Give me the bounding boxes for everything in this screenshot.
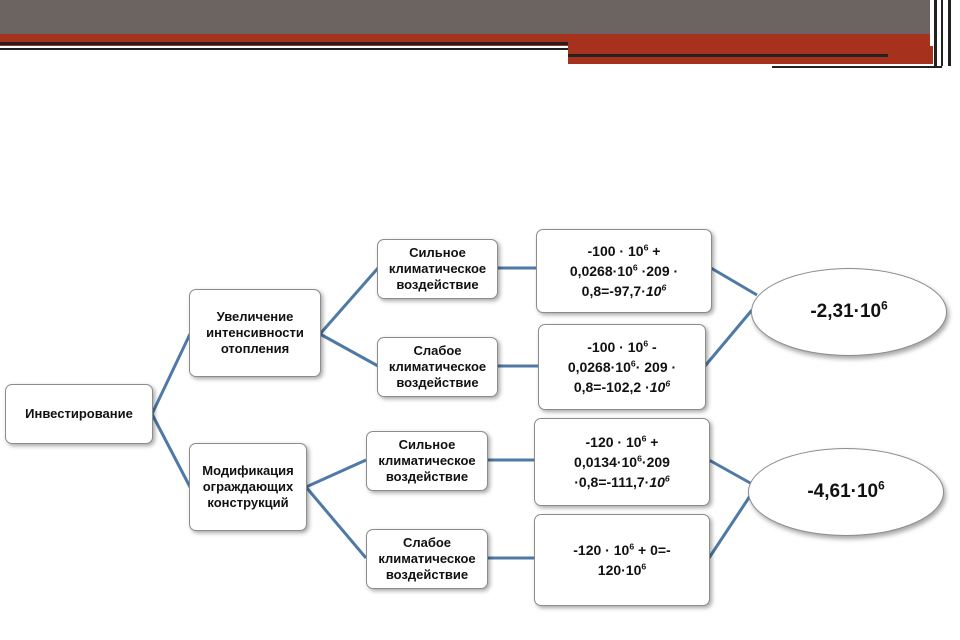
header-line-left	[0, 42, 568, 45]
connector-calc-hs-result	[710, 266, 758, 297]
header-line-right	[568, 54, 888, 57]
impact-node-heating-strong: Сильное климатическое воздействие	[377, 239, 498, 299]
calc-ms-line3: ·0,8=-111,7·106	[574, 473, 670, 490]
impact-node-mod-weak: Слабое климатическое воздействие	[366, 529, 488, 589]
header-vbar-2	[941, 0, 943, 66]
connector-heating-strong	[318, 267, 380, 335]
option-heating-label: Увеличение интенсивности отопления	[206, 309, 304, 356]
option-node-heating: Увеличение интенсивности отопления	[189, 289, 321, 377]
result-node-modification: -4,61·106	[748, 448, 944, 536]
calc-hw-line3: 0,8=-102,2 ·106	[573, 378, 671, 395]
root-node-label: Инвестирование	[25, 406, 133, 421]
calc-hs-line2: 0,0268·106 ·209 ·	[569, 262, 679, 279]
connector-heating-weak	[319, 332, 379, 368]
option-modification-label: Модификация ограждающих конструкций	[202, 463, 294, 510]
calc-hw-line1: -100 · 106 -	[587, 338, 657, 355]
calc-node-mod-strong: -120 · 106 + 0,0134·106·209 ·0,8=-111,7·…	[534, 418, 710, 506]
connector-root-heating	[150, 333, 192, 415]
impact-mod-weak-label: Слабое климатическое воздействие	[378, 535, 476, 582]
header-line-left-thin	[0, 48, 568, 50]
impact-heating-weak-label: Слабое климатическое воздействие	[388, 343, 487, 390]
calc-ms-line1: -120 · 106 +	[585, 433, 659, 450]
impact-mod-strong-label: Сильное климатическое воздействие	[378, 437, 476, 484]
header-band	[0, 0, 930, 34]
header-line-right-bottom	[772, 66, 942, 68]
connector-calc-hw-result	[703, 309, 754, 367]
calc-mw-line1: -120 · 106 + 0=-	[573, 541, 671, 558]
root-node-investing: Инвестирование	[5, 384, 153, 444]
connector-mod-strong	[305, 458, 367, 489]
calc-hw-line2: 0,0268·106· 209 ·	[567, 358, 677, 375]
header-vbar-1	[934, 0, 937, 66]
calc-ms-line2: 0,0134·106·209	[574, 453, 670, 470]
impact-heating-strong-label: Сильное климатическое воздействие	[388, 245, 487, 292]
impact-node-heating-weak: Слабое климатическое воздействие	[377, 337, 498, 397]
calc-node-heating-weak: -100 · 106 - 0,0268·106· 209 · 0,8=-102,…	[538, 324, 706, 410]
calc-node-heating-strong: -100 · 106 + 0,0268·106 ·209 · 0,8=-97,7…	[536, 229, 712, 313]
connector-calc-mw-result	[707, 495, 752, 559]
connector-mod-weak	[304, 486, 368, 559]
result-node-heating: -2,31·106	[751, 268, 947, 356]
calc-hs-line1: -100 · 106 +	[587, 242, 661, 259]
result-modification-value: -4,61·106	[807, 479, 885, 502]
result-heating-value: -2,31·106	[810, 299, 888, 322]
impact-node-mod-strong: Сильное климатическое воздействие	[366, 431, 488, 491]
connector-root-modification	[150, 413, 192, 488]
calc-hs-line3: 0,8=-97,7·106	[581, 282, 667, 299]
calc-node-mod-weak: -120 · 106 + 0=- 120·106	[534, 514, 710, 606]
option-node-modification: Модификация ограждающих конструкций	[189, 443, 307, 531]
connector-calc-ms-result	[708, 458, 753, 486]
header-vbar-3	[948, 0, 951, 66]
calc-mw-line2: 120·106	[597, 561, 647, 578]
